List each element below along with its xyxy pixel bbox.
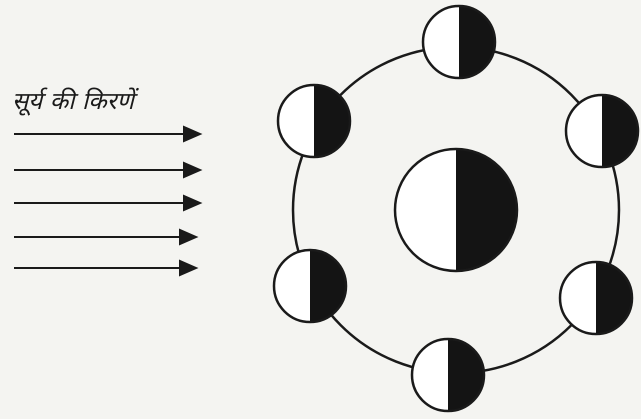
moon — [423, 6, 495, 78]
moon — [412, 339, 484, 411]
earth — [395, 149, 517, 271]
ray-arrow — [14, 230, 196, 244]
sun-rays — [14, 127, 200, 275]
moon — [560, 262, 632, 334]
ray-arrow — [14, 261, 196, 275]
ray-arrow — [14, 127, 200, 141]
moon — [274, 250, 346, 322]
ray-arrow — [14, 196, 200, 210]
moon — [566, 95, 638, 167]
moon — [278, 85, 350, 157]
ray-arrow — [14, 163, 200, 177]
